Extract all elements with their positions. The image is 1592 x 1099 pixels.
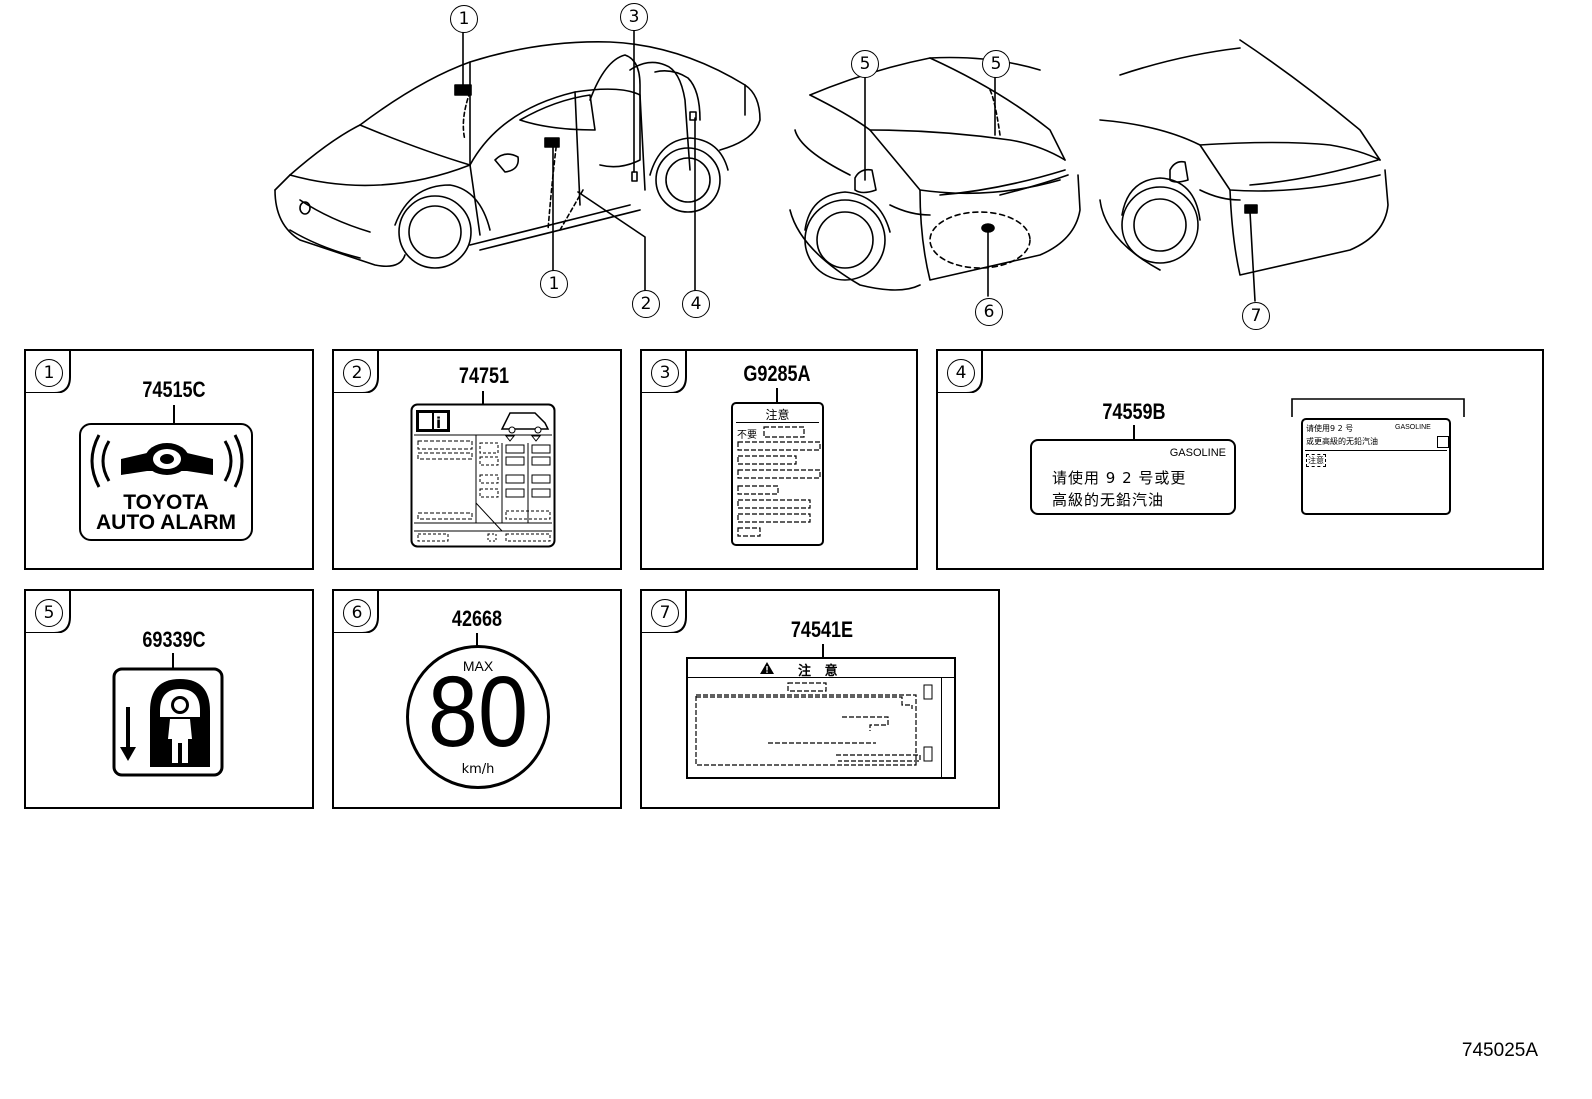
- label-panel-7: 7 74541E 注 意: [640, 589, 1000, 809]
- speed-unit: km/h: [461, 762, 495, 777]
- caution-row-label: 不要: [737, 430, 757, 441]
- svg-text:i: i: [436, 414, 441, 432]
- label-panel-5: 5 69339C: [24, 589, 314, 809]
- callout-1b: 1: [540, 270, 568, 298]
- panel-tab: [24, 349, 71, 393]
- car-rear-view: [789, 56, 1081, 291]
- car-rear-view-2: [1099, 39, 1389, 276]
- fuel-heading: GASOLINE: [1169, 447, 1226, 459]
- warning-triangle-icon: [760, 662, 774, 674]
- caution-label: 注意 不要: [731, 402, 824, 546]
- label-panel-6: 6 42668 MAX 80 km/h: [332, 589, 622, 809]
- speed-limit-sign: MAX 80 km/h: [406, 645, 550, 789]
- alarm-siren-icon: [90, 434, 244, 488]
- callout-5b: 5: [982, 50, 1010, 78]
- figure-id: 745025A: [1461, 1040, 1538, 1061]
- child-lock-icon: [112, 667, 224, 777]
- callout-3: 3: [620, 3, 648, 31]
- part-number: 42668: [451, 606, 503, 631]
- part-number: 74515C: [142, 377, 206, 402]
- panel-tab: [332, 349, 379, 393]
- panel-tab: [640, 349, 687, 393]
- callout-7: 7: [1242, 302, 1270, 330]
- panel-number: 6: [343, 599, 371, 627]
- callout-5a: 5: [851, 50, 879, 78]
- decal-text-line-1: TOYOTA: [123, 491, 209, 514]
- panel-number: 2: [343, 359, 371, 387]
- speed-value: 80: [427, 656, 529, 768]
- speed-max-text: MAX: [462, 658, 494, 674]
- fuel-label: GASOLINE 请使用 9 2 号或更 高級的无鉛汽油: [1030, 439, 1236, 515]
- callout-1a: 1: [450, 5, 478, 33]
- part-number: 69339C: [142, 627, 206, 652]
- warning-header: 注 意: [798, 664, 838, 679]
- callout-2: 2: [632, 290, 660, 318]
- callout-4: 4: [682, 290, 710, 318]
- small-line-1: 请使用9 2 号: [1306, 424, 1354, 433]
- caution-title: 注意: [765, 408, 790, 422]
- info-book-icon: i: [416, 410, 450, 432]
- label-panel-3: 3 G9285A 注意 不要: [640, 349, 918, 570]
- small-note: 注意: [1306, 454, 1326, 467]
- fuel-label-small: 请使用9 2 号 GASOLINE 或更高級的无鉛汽油 注意: [1301, 418, 1451, 515]
- decal-text-line-2: AUTO ALARM: [96, 511, 236, 534]
- warning-label: 注 意: [686, 657, 956, 779]
- label-panel-2: 2 74751 i: [332, 349, 622, 570]
- small-heading: GASOLINE: [1395, 424, 1431, 431]
- fuel-line-1: 请使用 9 2 号或更: [1052, 469, 1187, 487]
- label-panel-4: 4 74559B GASOLINE 请使用 9 2 号或更 高級的无鉛汽油 请使…: [936, 349, 1544, 570]
- car-front-side-view: [274, 41, 761, 269]
- small-line-2: 或更高級的无鉛汽油: [1306, 437, 1378, 446]
- panel-number: 1: [35, 359, 63, 387]
- part-number: 74751: [458, 363, 510, 388]
- vehicle-illustrations: [274, 29, 1389, 302]
- part-number: G9285A: [743, 361, 811, 386]
- panel-number: 7: [651, 599, 679, 627]
- part-number: 74541E: [790, 617, 854, 642]
- callout-6: 6: [975, 298, 1003, 326]
- panel-number: 5: [35, 599, 63, 627]
- tire-info-label: i: [410, 403, 556, 548]
- auto-alarm-decal: TOYOTA AUTO ALARM: [79, 423, 253, 541]
- fuel-line-2: 高級的无鉛汽油: [1052, 491, 1165, 509]
- panel-tab: [936, 349, 983, 393]
- part-number: 74559B: [1102, 399, 1166, 424]
- panel-number: 4: [947, 359, 975, 387]
- label-panel-1: 1 74515C TOYOTA AUTO ALARM: [24, 349, 314, 570]
- panel-number: 3: [651, 359, 679, 387]
